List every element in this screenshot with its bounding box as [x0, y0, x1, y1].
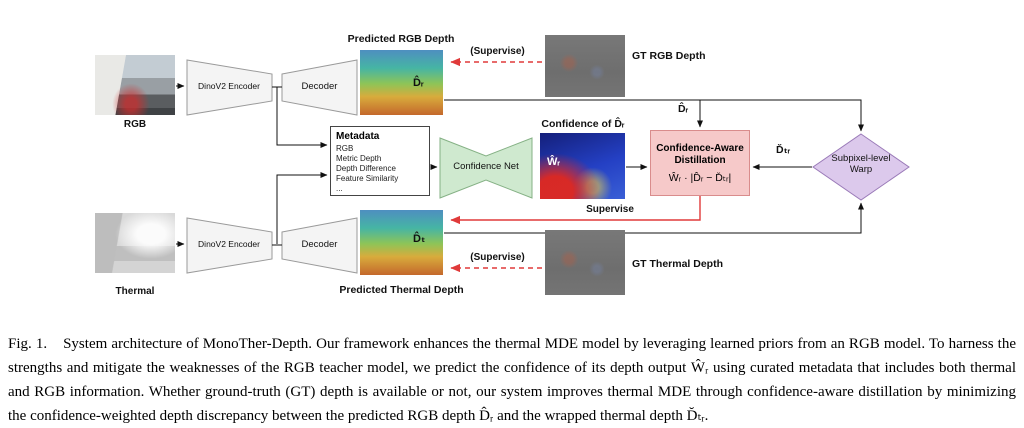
dinov2-encoder-label-rgb: DinoV2 Encoder	[198, 81, 260, 91]
metadata-item: Metric Depth	[336, 154, 382, 163]
rgb-input-image	[95, 55, 175, 115]
warped-depth-edge-symbol: D̆ₜᵣ	[776, 144, 791, 156]
architecture-diagram: Metadata RGB Metric Depth Depth Differen…	[95, 33, 910, 297]
decoder-label-thermal: Decoder	[301, 239, 338, 250]
confidence-weight-symbol: Ŵᵣ	[547, 156, 561, 168]
gt-thermal-depth-image	[545, 230, 625, 295]
confidence-map-title: Confidence of D̂ᵣ	[541, 118, 625, 130]
distillation-title-line1: Confidence-Aware	[656, 142, 744, 154]
diagram-shapes-and-arrows	[176, 57, 910, 274]
decoder-label-rgb: Decoder	[301, 81, 338, 92]
edge-rgb-to-metadata	[276, 87, 328, 148]
confidence-aware-distillation-box: Confidence-Aware Distillation Ŵᵣ · |D̂ᵣ …	[650, 130, 750, 196]
distillation-formula: Ŵᵣ · |D̂ᵣ − D̆ₜᵣ|	[668, 171, 732, 184]
thermal-depth-symbol: D̂ₜ	[413, 233, 426, 245]
metadata-title: Metadata	[336, 131, 380, 142]
gt-thermal-depth-label: GT Thermal Depth	[632, 258, 724, 270]
metadata-item: RGB	[336, 144, 354, 153]
dinov2-encoder-shape-rgb	[186, 59, 273, 116]
metadata-box: Metadata RGB Metric Depth Depth Differen…	[330, 126, 430, 196]
edge-thermaldepth-to-warp	[444, 202, 864, 234]
subpixel-warp-line2: Warp	[849, 163, 873, 175]
edge-thermal-to-metadata	[276, 172, 328, 244]
figure-caption-text: System architecture of MonoTher-Depth. O…	[8, 336, 1016, 424]
dinov2-encoder-shape-thermal	[186, 217, 273, 274]
gt-rgb-depth-label: GT RGB Depth	[632, 50, 706, 62]
supervise-mid-label: Supervise	[586, 204, 634, 215]
supervise-rgb-label: (Supervise)	[470, 46, 525, 57]
figure-caption-label: Fig. 1.	[8, 336, 48, 352]
decoder-shape-rgb	[281, 59, 358, 116]
predicted-thermal-depth-image	[360, 210, 443, 275]
metadata-item: ...	[336, 184, 343, 193]
subpixel-warp-label: Subpixel-level Warp	[816, 153, 906, 176]
metadata-item: Feature Similarity	[336, 174, 399, 183]
edge-distillation-supervise-thermal	[450, 196, 701, 225]
predicted-thermal-depth-title: Predicted Thermal Depth	[339, 284, 464, 296]
distillation-title-line2: Distillation	[674, 154, 726, 166]
subpixel-warp-shape	[812, 133, 910, 201]
edge-rgbdepth-to-warp	[444, 99, 864, 132]
confidence-net-label: Confidence Net	[453, 161, 519, 172]
predicted-rgb-depth-image	[360, 50, 443, 115]
rgb-depth-symbol: D̂ᵣ	[413, 77, 424, 89]
decoder-shape-thermal	[281, 217, 358, 274]
gt-rgb-depth-image	[545, 35, 625, 97]
metadata-item: Depth Difference	[336, 164, 396, 173]
rgb-depth-edge-symbol: D̂ᵣ	[678, 103, 689, 115]
thermal-input-image	[95, 213, 175, 273]
figure-caption: Fig. 1.System architecture of MonoTher-D…	[0, 320, 1024, 428]
confidence-map-image	[540, 133, 625, 199]
confidence-net-shape	[439, 137, 533, 199]
supervise-thermal-label: (Supervise)	[470, 252, 525, 263]
dinov2-encoder-label-thermal: DinoV2 Encoder	[198, 239, 260, 249]
thermal-input-label: Thermal	[115, 286, 155, 297]
rgb-input-label: RGB	[123, 119, 147, 130]
subpixel-warp-line1: Subpixel-level	[831, 153, 891, 164]
predicted-rgb-depth-title: Predicted RGB Depth	[347, 33, 455, 45]
